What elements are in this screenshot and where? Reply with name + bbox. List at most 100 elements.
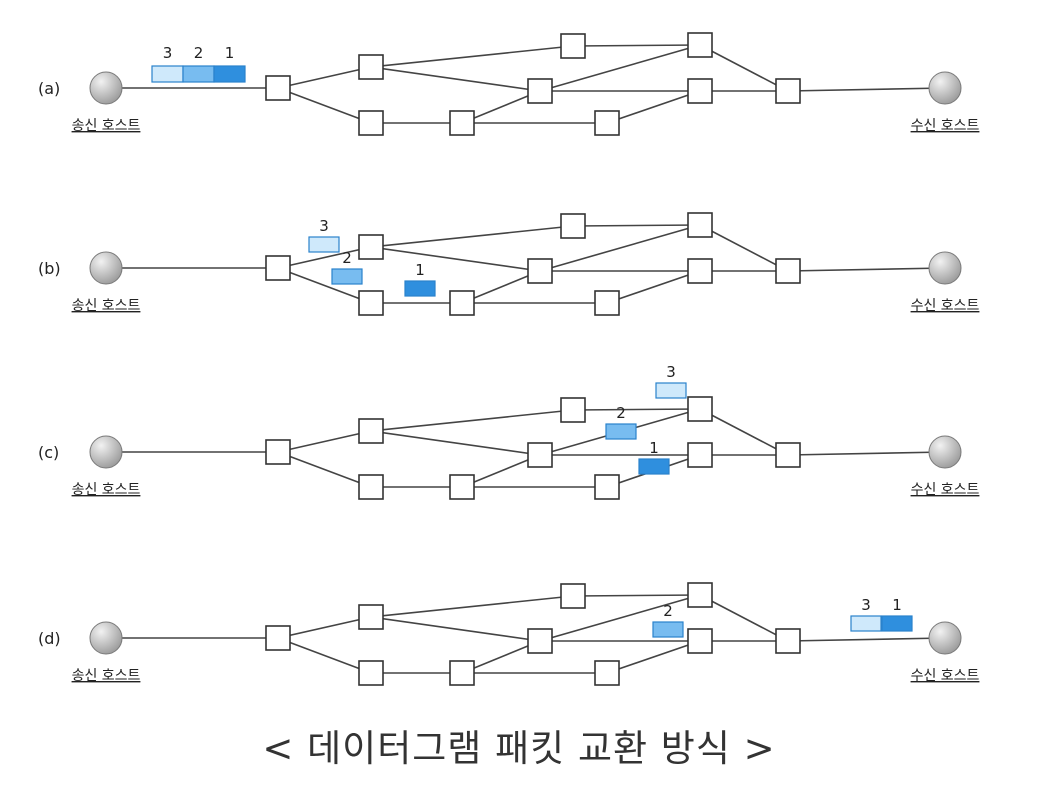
router-D: [449, 660, 475, 686]
packet-label-1: 1: [892, 596, 902, 614]
receiver-host-label: 수신 호스트: [911, 668, 980, 684]
router-A: [265, 439, 291, 465]
link-DE: [461, 90, 541, 124]
packet-label-1: 1: [415, 261, 425, 279]
sender-host-icon: [89, 251, 123, 285]
router-G: [687, 582, 713, 608]
router-C: [358, 660, 384, 686]
link-BF: [370, 225, 574, 248]
sender-host-label: 송신 호스트: [72, 298, 141, 314]
router-J: [775, 78, 801, 104]
link-AC: [277, 451, 372, 488]
packet-3: [308, 236, 340, 253]
router-C: [358, 110, 384, 136]
panel-label: (d): [38, 629, 61, 648]
packet-1: [213, 65, 246, 83]
router-H: [687, 442, 713, 468]
packet-2: [331, 268, 363, 285]
packet-label-3: 3: [861, 596, 871, 614]
receiver-host-label: 수신 호스트: [911, 118, 980, 134]
link-receiver: [787, 87, 946, 92]
router-F: [560, 33, 586, 59]
link-IH: [606, 270, 701, 304]
router-J: [775, 628, 801, 654]
link-IH: [606, 640, 701, 674]
link-BE: [370, 430, 541, 456]
packet-3: [151, 65, 184, 83]
sender-host-icon: [89, 621, 123, 655]
link-GJ: [699, 224, 789, 272]
link-FG: [572, 44, 701, 47]
router-F: [560, 583, 586, 609]
link-AC: [277, 87, 372, 124]
link-FG: [572, 594, 701, 597]
router-I: [594, 290, 620, 316]
panel-label: (a): [38, 79, 60, 98]
packet-label-2: 2: [616, 404, 626, 422]
link-BE: [370, 66, 541, 92]
packet-1: [638, 458, 670, 475]
panel-d: (d) 송신 호스트 수신 호스트 2 3 1: [38, 582, 980, 686]
router-E: [527, 442, 553, 468]
packet-label-3: 3: [666, 363, 676, 381]
packet-1: [404, 280, 436, 297]
router-B: [358, 418, 384, 444]
router-I: [594, 660, 620, 686]
packet-3: [655, 382, 687, 399]
router-J: [775, 258, 801, 284]
receiver-host-icon: [928, 435, 962, 469]
packet-label-2: 2: [663, 602, 673, 620]
router-A: [265, 75, 291, 101]
router-C: [358, 474, 384, 500]
receiver-host-label: 수신 호스트: [911, 298, 980, 314]
packet-2: [605, 423, 637, 440]
link-EG: [539, 224, 701, 272]
receiver-host-icon: [928, 71, 962, 105]
link-FG: [572, 224, 701, 227]
packet-label-2: 2: [342, 249, 352, 267]
panel-b: (b) 송신 호스트 수신 호스트 32 1: [38, 212, 980, 316]
link-AB: [277, 616, 372, 639]
router-D: [449, 110, 475, 136]
link-DE: [461, 454, 541, 488]
link-AC: [277, 267, 372, 304]
router-D: [449, 290, 475, 316]
link-AB: [277, 430, 372, 453]
link-BF: [370, 595, 574, 618]
router-E: [527, 258, 553, 284]
packet-label-2: 2: [194, 44, 204, 62]
packet-2: [182, 65, 215, 83]
link-BE: [370, 246, 541, 272]
link-receiver: [787, 451, 946, 456]
link-EG: [539, 44, 701, 92]
panel-label: (c): [38, 443, 59, 462]
panel-label: (b): [38, 259, 61, 278]
link-GJ: [699, 594, 789, 642]
link-BE: [370, 616, 541, 642]
router-A: [265, 625, 291, 651]
packet-label-3: 3: [319, 217, 329, 235]
sender-host-label: 송신 호스트: [72, 118, 141, 134]
router-H: [687, 258, 713, 284]
router-A: [265, 255, 291, 281]
router-B: [358, 234, 384, 260]
packet-label-3: 3: [163, 44, 173, 62]
router-G: [687, 396, 713, 422]
link-AB: [277, 246, 372, 269]
packet-2: [652, 621, 684, 638]
router-H: [687, 78, 713, 104]
sender-host-icon: [89, 435, 123, 469]
sender-host-label: 송신 호스트: [72, 668, 141, 684]
router-J: [775, 442, 801, 468]
router-B: [358, 604, 384, 630]
link-GJ: [699, 408, 789, 456]
packet-label-1: 1: [649, 439, 659, 457]
link-BF: [370, 45, 574, 68]
link-DE: [461, 270, 541, 304]
receiver-host-icon: [928, 621, 962, 655]
link-receiver: [787, 267, 946, 272]
link-EG: [539, 594, 701, 642]
